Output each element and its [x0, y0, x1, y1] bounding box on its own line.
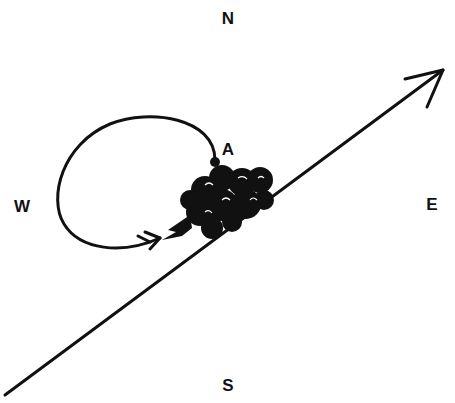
bush-texture [205, 177, 264, 214]
compass-east: E [426, 196, 437, 213]
compass-north: N [222, 10, 234, 27]
direction-arrow [5, 70, 443, 395]
bush [162, 165, 274, 240]
point-label: A [222, 141, 234, 158]
compass-south: S [222, 377, 233, 394]
compass-west: W [14, 198, 30, 215]
arrow-head [405, 70, 443, 107]
loop-path [58, 117, 215, 248]
loop-arrow-head [138, 232, 160, 249]
